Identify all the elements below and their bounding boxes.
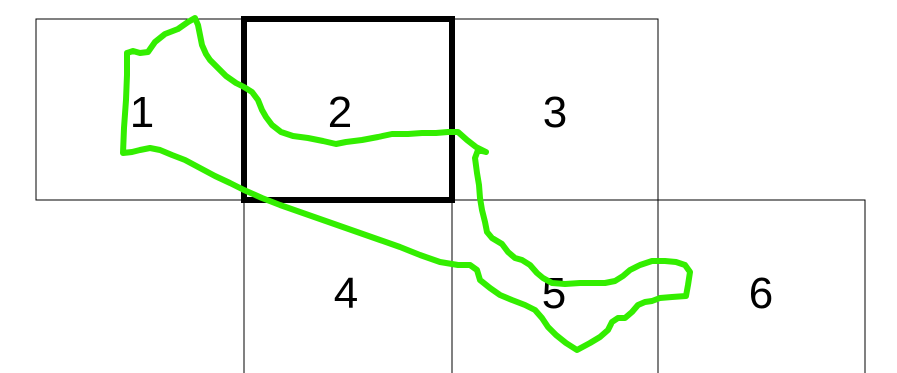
cell-label-2: 2 <box>328 88 352 137</box>
region-outline <box>120 15 693 353</box>
grid-cell-6[interactable] <box>657 199 866 373</box>
grid-cell-2-selected[interactable] <box>241 16 455 203</box>
cell-label-6: 6 <box>749 269 773 318</box>
cell-label-3: 3 <box>543 88 567 137</box>
cell-label-1: 1 <box>130 88 154 137</box>
cell-label-4: 4 <box>334 269 358 318</box>
